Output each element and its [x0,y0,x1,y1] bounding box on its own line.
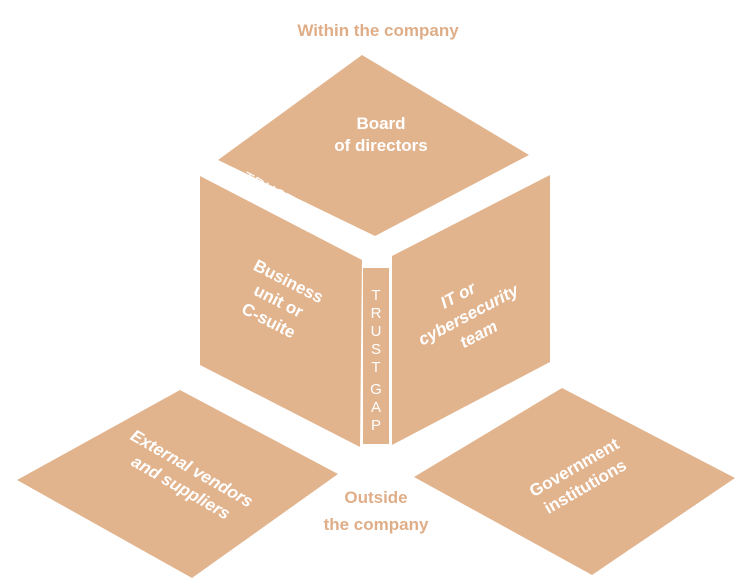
trust-gap-vertical-letter: R [371,305,382,322]
heading-outside-line2: the company [324,515,429,534]
government-face [414,388,735,575]
heading-within-company: Within the company [297,21,459,40]
board-label-line1: Board [356,114,405,133]
heading-outside-line1: Outside [344,488,407,507]
trust-gap-vertical-letter: A [371,399,381,416]
trust-gap-vertical-letter: P [371,417,381,434]
trust-gap-vertical-letter: T [371,287,380,304]
trust-gap-vertical-letter: U [371,323,382,340]
vertical-gap-strip [363,268,389,444]
it-team-face [392,175,550,445]
trust-gap-vertical-letter: G [370,381,382,398]
trust-gap-vertical-letter: S [371,341,381,358]
external-vendors-face [17,390,338,578]
board-label-line2: of directors [334,136,428,155]
trust-gap-vertical-letter: T [371,359,380,376]
board-of-directors-face [218,55,529,236]
business-unit-face [200,176,362,447]
trust-gap-vertical: T R U S T G A P [370,287,382,434]
